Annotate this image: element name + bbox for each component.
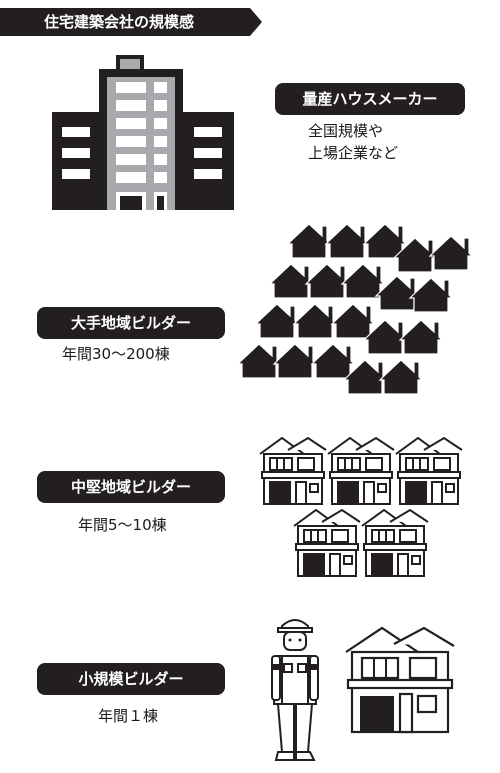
tier-note-mid-regional: 年間5～10棟 — [78, 516, 167, 534]
single-house-icon — [345, 626, 455, 734]
construction-worker-icon — [271, 619, 319, 761]
tier-label-major-regional: 大手地域ビルダー — [37, 307, 225, 339]
tier-label-mid-regional: 中堅地域ビルダー — [37, 471, 225, 503]
title-banner: 住宅建築会社の規模感 — [0, 8, 262, 36]
tier-note-mass-line1: 全国規模や — [308, 122, 384, 140]
tier-note-small-builder: 年間１棟 — [98, 707, 159, 725]
tier-label-small-builder: 小規模ビルダー — [37, 663, 225, 695]
house-silhouette-cluster — [237, 223, 472, 395]
page-title: 住宅建築会社の規模感 — [44, 13, 195, 31]
two-story-house-cluster — [259, 437, 463, 577]
tier-note-mass-line2: 上場企業など — [308, 144, 399, 162]
office-building-icon — [52, 55, 234, 210]
tier-note-major-regional: 年間30～200棟 — [62, 345, 170, 363]
tier-label-mass-housemaker: 量産ハウスメーカー — [275, 83, 465, 115]
